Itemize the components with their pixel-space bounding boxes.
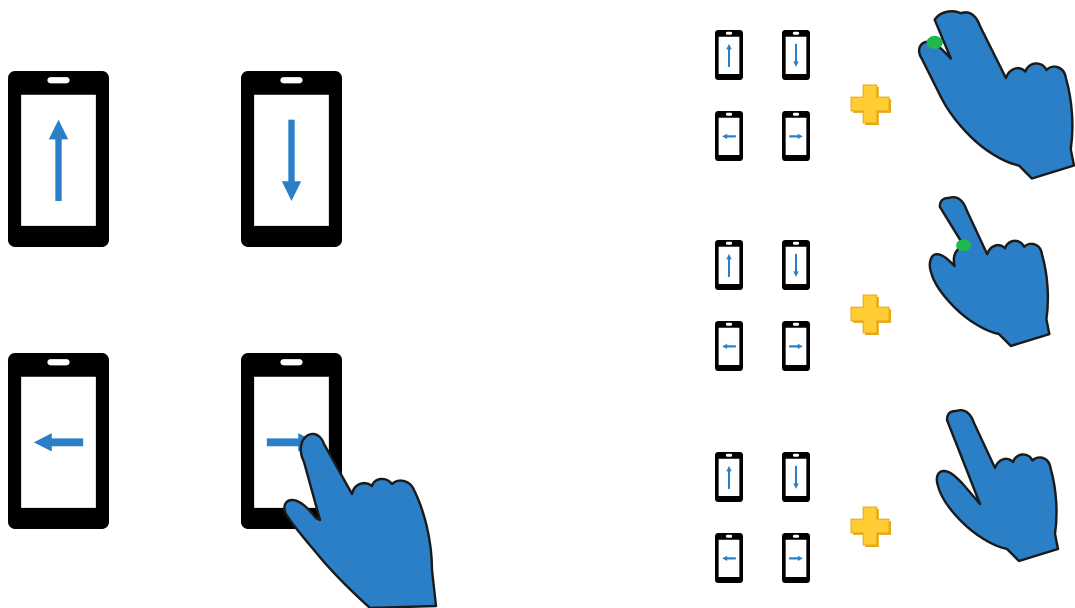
mini-phone-down xyxy=(782,30,810,80)
mini-phone-left xyxy=(715,111,743,161)
phone-speaker xyxy=(793,454,799,457)
phone-speaker xyxy=(726,32,732,35)
mini-phone-down xyxy=(782,240,810,290)
hand-pinch-icon xyxy=(919,11,1074,178)
touch-point-dot xyxy=(927,36,943,49)
mini-phone-left xyxy=(715,321,743,371)
hand-point-icon xyxy=(937,410,1058,561)
plus-icon xyxy=(851,507,891,547)
mini-phone-down xyxy=(782,452,810,502)
phone-speaker xyxy=(793,535,799,538)
hand-thumb-press-icon xyxy=(930,197,1050,346)
phone-speaker xyxy=(47,359,69,365)
large-phone-grid xyxy=(8,71,436,608)
mini-phone-up xyxy=(715,240,743,290)
combo-row-point-gesture xyxy=(715,410,1058,583)
combo-row-thumb-pinch-gesture xyxy=(715,11,1074,178)
large-phone-swipe-left xyxy=(8,353,109,529)
mini-phone-up xyxy=(715,452,743,502)
phone-speaker xyxy=(793,113,799,116)
phone-speaker xyxy=(793,32,799,35)
mini-phone-left xyxy=(715,533,743,583)
mini-phone-right xyxy=(782,321,810,371)
phone-speaker xyxy=(280,359,302,365)
combo-row-thumb-on-index-gesture xyxy=(715,197,1049,371)
phone-speaker xyxy=(726,454,732,457)
large-phone-swipe-down xyxy=(241,71,342,247)
mini-phone-right xyxy=(782,533,810,583)
mini-phone-up xyxy=(715,30,743,80)
large-phone-swipe-up xyxy=(8,71,109,247)
phone-speaker xyxy=(47,77,69,83)
phone-speaker xyxy=(726,535,732,538)
touch-point-dot xyxy=(956,239,971,251)
combination-rows xyxy=(715,11,1074,583)
phone-speaker xyxy=(793,323,799,326)
phone-speaker xyxy=(726,242,732,245)
phone-speaker xyxy=(793,242,799,245)
mini-phone-right xyxy=(782,111,810,161)
plus-icon xyxy=(851,295,891,335)
phone-speaker xyxy=(726,113,732,116)
swiping-finger-icon xyxy=(284,434,436,608)
phone-speaker xyxy=(280,77,302,83)
phone-speaker xyxy=(726,323,732,326)
plus-icon xyxy=(851,85,891,125)
